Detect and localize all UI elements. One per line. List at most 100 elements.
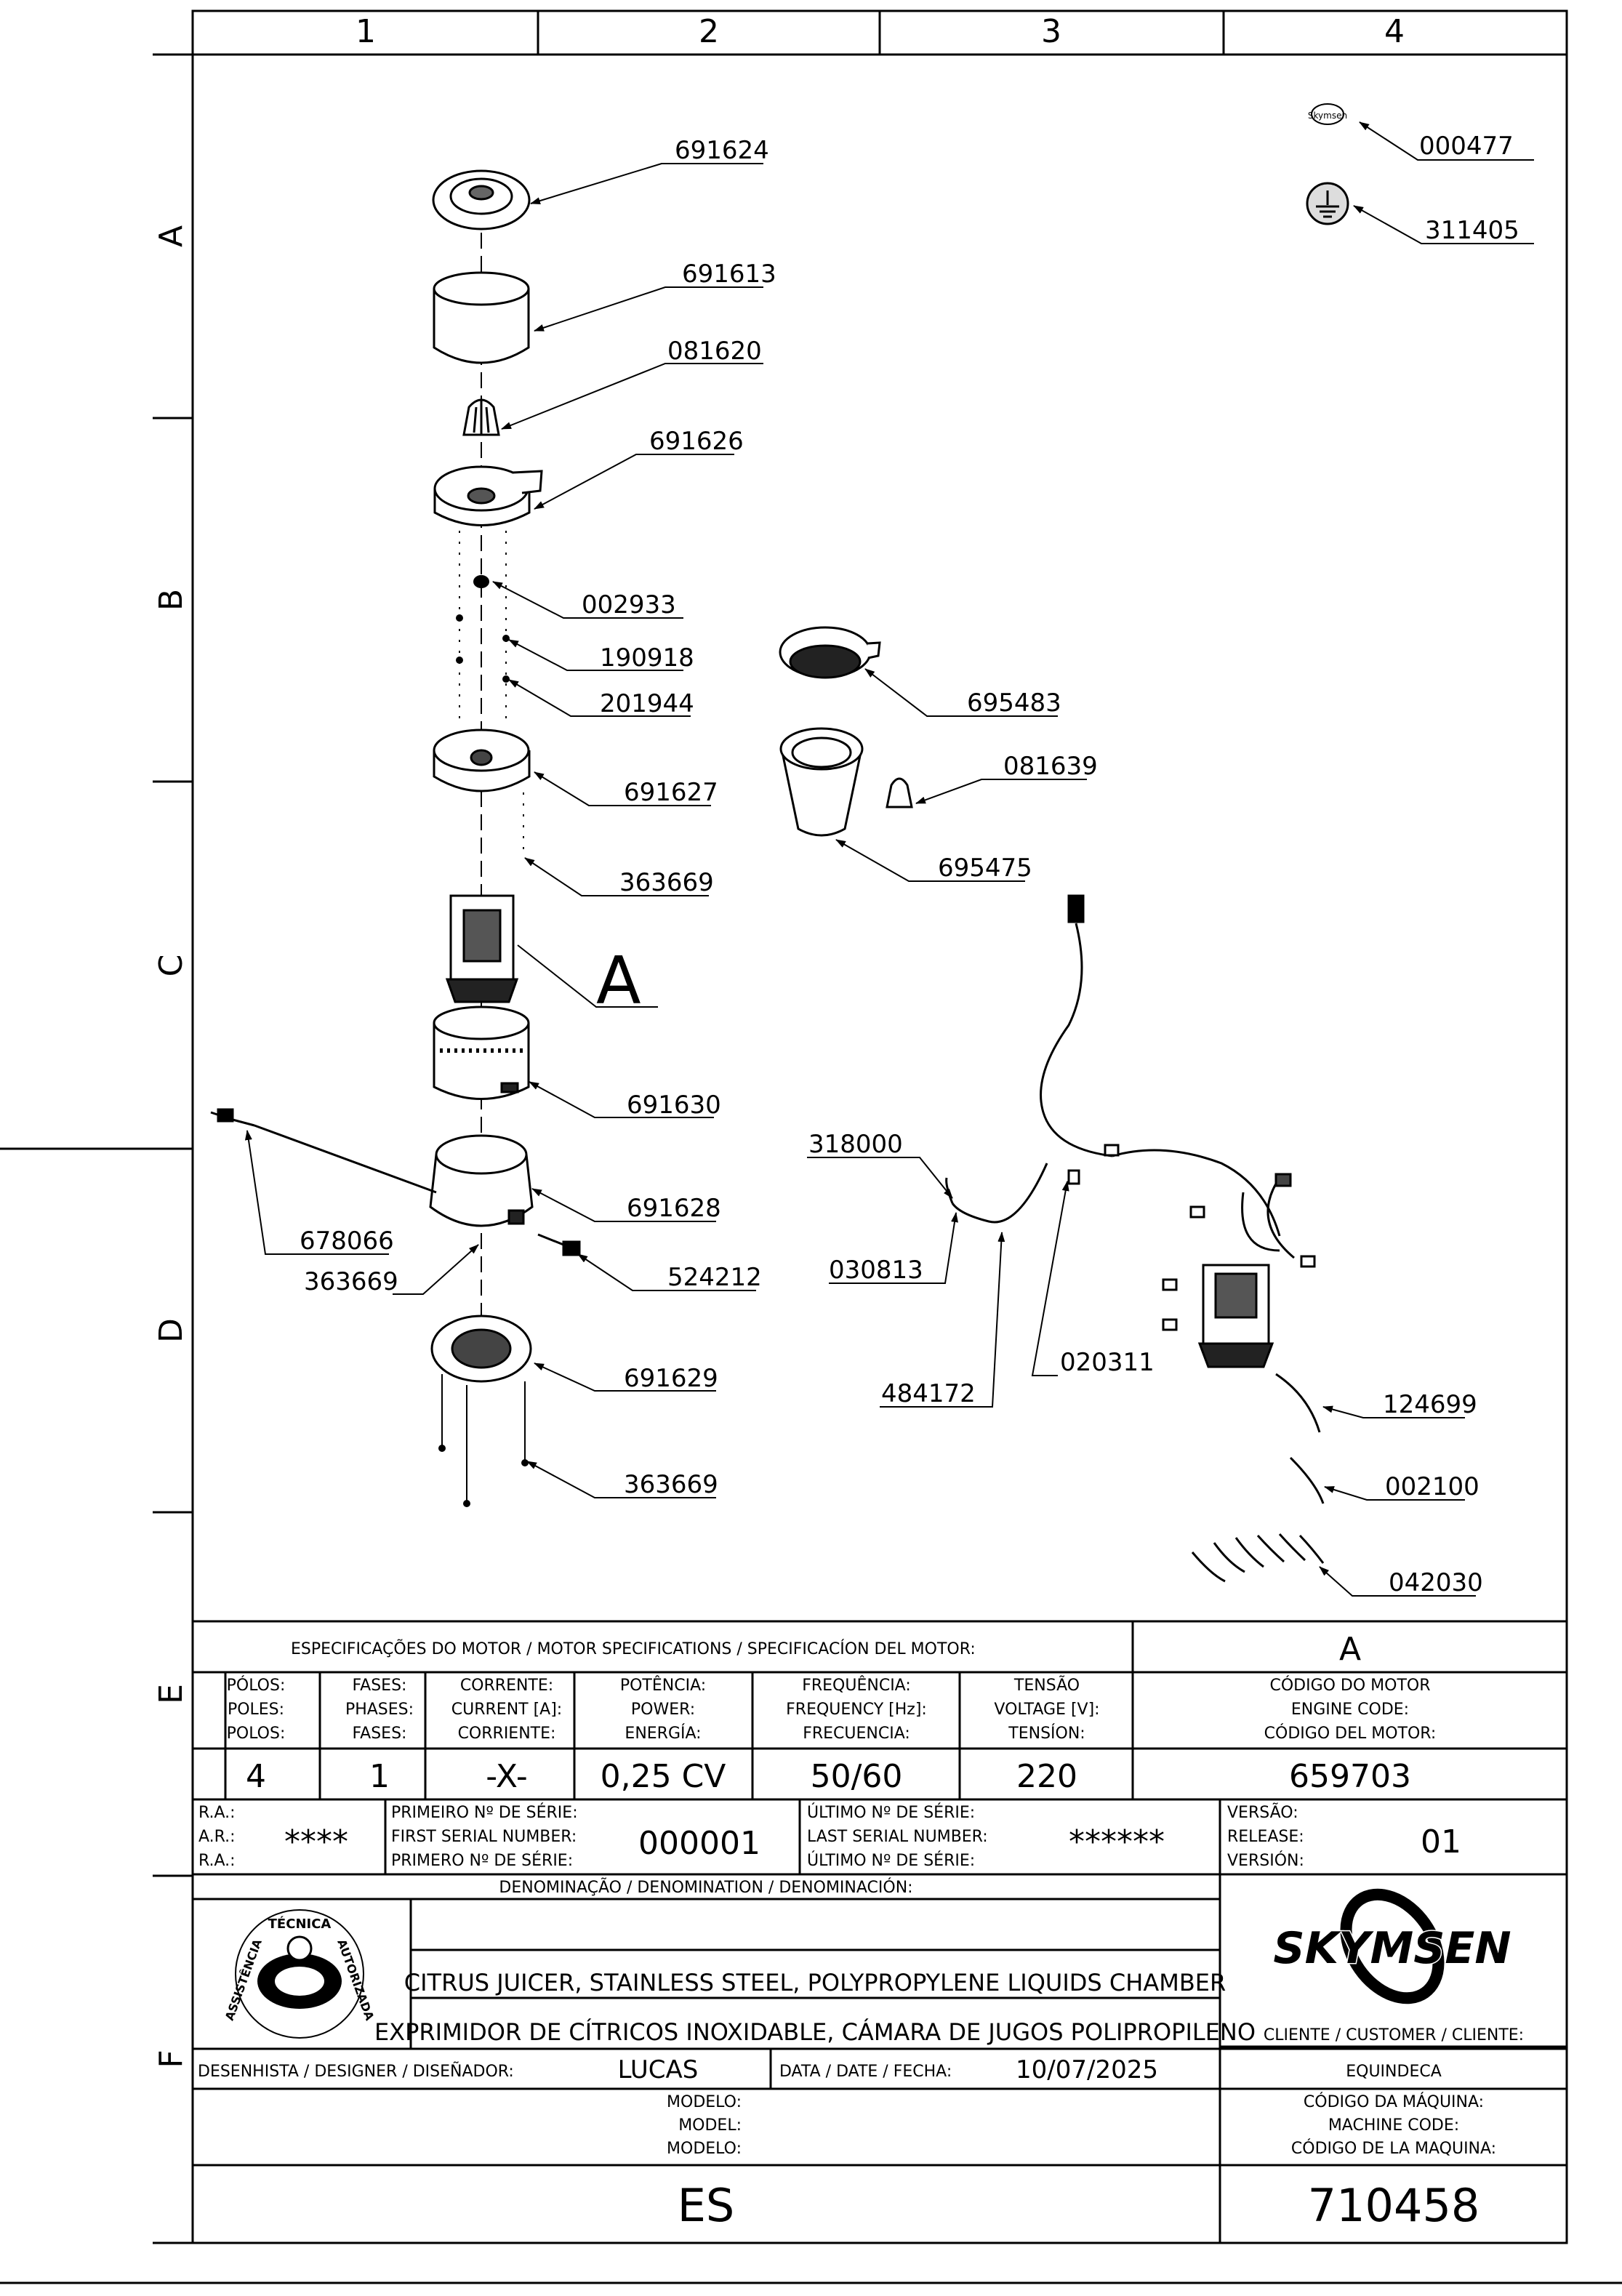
column-label: 2 [699,13,719,50]
part-ref-363669: 363669 [304,1267,398,1296]
current-value: -X- [486,1758,528,1795]
juice-cup-695475 [779,727,864,837]
part-ref-081620: 081620 [667,337,762,366]
ra-label: R.A.: [198,1804,236,1822]
part-ref-363669: 363669 [619,868,714,897]
part-ref-030813: 030813 [829,1256,923,1285]
wire-002100 [1289,1456,1325,1504]
ra-label: R.A.: [198,1852,236,1870]
housing-691626 [433,465,543,526]
feet-screws-363669 [438,1374,529,1507]
voltage-label: TENSÃO [1013,1675,1080,1695]
part-ref-000477: 000477 [1419,132,1514,161]
small-reamer-081639 [886,777,913,808]
version-label: VERSIÓN: [1227,1851,1304,1870]
version-value: 01 [1421,1823,1461,1861]
cup-691613 [433,271,530,364]
machine-code-value: 710458 [1308,2179,1480,2232]
row-label: F [153,2050,190,2068]
part-ref-691624: 691624 [675,136,769,165]
denomination-spanish: EXPRIMIDOR DE CÍTRICOS INOXIDABLE, CÁMAR… [374,2018,1256,2046]
part-ref-691626: 691626 [649,427,744,456]
column-label: 4 [1384,13,1405,50]
part-ref-678066: 678066 [300,1227,394,1256]
version-label: VERSÃO: [1227,1802,1298,1822]
machine-code-label: CÓDIGO DA MÁQUINA: [1304,2092,1484,2111]
part-ref-691613: 691613 [682,260,776,289]
brand-logo: SKYMSEN [1272,1888,1512,2004]
motor-wired [1197,1264,1274,1368]
part-ref-695475: 695475 [938,854,1032,883]
current-label: CORRIENTE: [458,1725,556,1743]
designer-value: LUCAS [618,2055,699,2084]
base-691628 [429,1134,534,1227]
frequency-label: FREQUÊNCIA: [802,1676,911,1695]
poles-label: POLOS: [227,1725,286,1743]
date-value: 10/07/2025 [1016,2055,1158,2084]
part-references: 691624 691613 081620 691626 002933 19091… [300,132,1519,1597]
first-serial-label: PRIMERO Nº DE SÉRIE: [391,1851,573,1870]
part-ref-020311: 020311 [1060,1348,1155,1377]
voltage-value: 220 [1016,1758,1077,1795]
phases-label: FASES: [353,1725,407,1743]
part-ref-691627: 691627 [624,778,718,807]
version-label: RELEASE: [1227,1828,1304,1846]
part-ref-524212: 524212 [667,1263,762,1292]
model-label: MODELO: [667,2093,742,2111]
power-label: ENERGÍA: [625,1724,701,1743]
part-ref-691628: 691628 [627,1194,721,1223]
ra-label: A.R.: [198,1828,236,1846]
serial-row: R.A.: A.R.: R.A.: **** PRIMEIRO Nº DE SÉ… [198,1802,1461,1870]
part-ref-002100: 002100 [1385,1472,1480,1501]
leader-lines [244,121,1534,1597]
brand-logo-text: SKYMSEN [1273,1923,1511,1974]
seal-002933 [473,575,489,588]
ground-label-311405 [1306,182,1349,225]
motor-assembly-label: A [1339,1631,1361,1668]
logo-badge-000477: Skymsen [1308,103,1347,125]
phases-label: PHASES: [345,1701,414,1719]
base-ring-691627 [433,728,531,792]
part-ref-190918: 190918 [600,643,694,673]
column-label: 1 [356,13,376,50]
motor-shroud-691630 [433,1005,530,1100]
poles-label: PÓLOS: [227,1676,286,1695]
wiring-harness [945,894,1295,1259]
switch-524212 [537,1233,581,1256]
lid-691624 [432,169,531,230]
column-label: 3 [1041,13,1061,50]
voltage-label: TENSÍON: [1008,1724,1085,1743]
engine-code-label: CÓDIGO DO MOTOR [1269,1676,1430,1695]
part-ref-318000: 318000 [808,1130,903,1159]
row-label: E [153,1684,190,1704]
frequency-label: FRECUENCIA: [803,1725,910,1743]
part-ref-042030: 042030 [1389,1568,1483,1597]
part-ref-363669: 363669 [624,1470,718,1499]
part-ref-311405: 311405 [1425,216,1519,245]
part-ref-695483: 695483 [967,689,1061,718]
ra-value: **** [284,1823,348,1861]
first-serial-label: FIRST SERIAL NUMBER: [391,1828,577,1846]
row-label: C [153,955,190,977]
washers-190918-201944 [456,614,510,683]
logo-badge-text: Skymsen [1308,111,1347,121]
sieve-695483 [779,626,881,679]
last-serial-value: ****** [1069,1823,1165,1861]
power-value: 0,25 CV [601,1758,726,1795]
first-serial-label: PRIMEIRO Nº DE SÉRIE: [391,1803,578,1822]
denomination-english: CITRUS JUICER, STAINLESS STEEL, POLYPROP… [404,1969,1226,1996]
date-label: DATA / DATE / FECHA: [779,2063,952,2081]
bottom-plate-691629 [430,1314,532,1383]
machine-code-label: CÓDIGO DE LA MAQUINA: [1291,2139,1496,2158]
motor-spec-labels: PÓLOS: POLES: POLOS: FASES: PHASES: FASE… [227,1675,1437,1743]
engine-code-value: 659703 [1289,1758,1411,1795]
connectors [1067,1144,1316,1331]
authorized-service-seal: TÉCNICA ASSISTÊNCIA AUTORIZADA [222,1909,377,2039]
drawing-frame [0,9,1622,2284]
motor-spec-values: 4 1 -X- 0,25 CV 50/60 220 659703 [246,1758,1411,1795]
customer-value: EQUINDECA [1346,2063,1442,2081]
last-serial-label: ÚLTIMO Nº DE SÉRIE: [807,1803,975,1822]
part-ref-002933: 002933 [582,590,676,619]
part-ref-124699: 124699 [1383,1390,1477,1419]
